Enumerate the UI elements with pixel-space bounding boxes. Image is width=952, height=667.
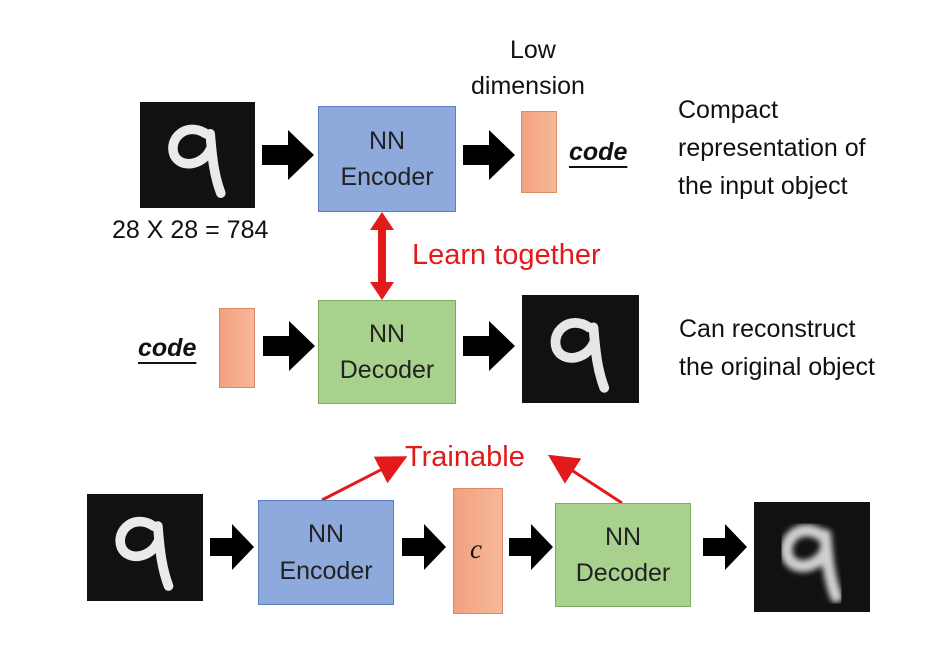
bottom-code-bar [453,488,503,614]
decoder-label-line2: Decoder [575,559,671,587]
decoder-label-line1: NN [604,522,642,551]
encoder-label-line1: NN [307,520,345,549]
bottom-input-digit-image [87,494,203,601]
reconstructed-digit-image [522,295,639,403]
reconstruct-line2: the original object [679,353,875,381]
arrow-icon [703,524,747,575]
arrow-icon [210,524,254,575]
arrow-icon [262,130,314,185]
input-size-label: 28 X 28 = 784 [112,216,269,244]
learn-together-label: Learn together [412,239,601,271]
middle-decoder-box: NN Decoder [318,300,456,404]
encoder-label-line2: Encoder [279,556,373,585]
compact-repr-line3: the input object [678,172,848,200]
decoder-label-line1: NN [368,319,406,348]
code-symbol: c [470,534,482,564]
compact-repr-line2: representation of [678,134,866,162]
arrow-icon [509,524,553,575]
arrow-icon [463,321,515,376]
trainable-label: Trainable [405,441,525,473]
low-dimension-label-line1: Low [510,36,556,64]
encoder-label-line2: Encoder [340,163,434,191]
middle-code-bar [219,308,255,388]
input-digit-image [140,102,255,208]
top-code-bar [521,111,557,193]
top-code-label: code [569,138,628,166]
compact-repr-line1: Compact [678,96,779,124]
bottom-decoder-box: NN Decoder [555,503,691,607]
encoder-label-line1: NN [368,126,406,155]
arrow-icon [263,321,315,376]
reconstruct-line1: Can reconstruct [679,315,856,343]
top-encoder-box: NN Encoder [318,106,456,212]
bottom-output-digit-image [754,502,870,612]
middle-code-label: code [138,334,197,362]
bottom-encoder-box: NN Encoder [258,500,394,605]
double-arrow-icon [369,212,395,305]
decoder-label-line2: Decoder [339,356,435,384]
arrow-icon [463,130,515,185]
arrow-icon [402,524,446,575]
low-dimension-label-line2: dimension [471,72,585,100]
